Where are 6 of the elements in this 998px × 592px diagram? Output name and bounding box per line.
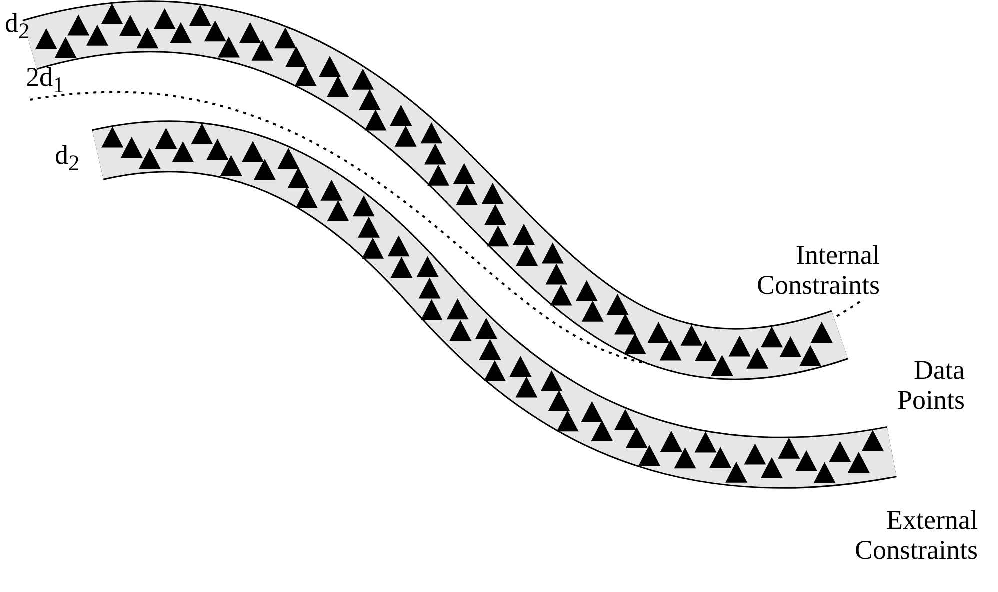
dimension-label: d$_{2}$ <box>5 8 30 46</box>
annotation-text: Data Points <box>896 355 965 415</box>
annotation-text: Internal Constraints <box>756 240 880 300</box>
dimension-label: 2d$_{1}$ <box>26 62 64 100</box>
annotation-text: External Constraints <box>854 505 978 565</box>
dimension-label: d$_{2}$ <box>55 140 80 178</box>
